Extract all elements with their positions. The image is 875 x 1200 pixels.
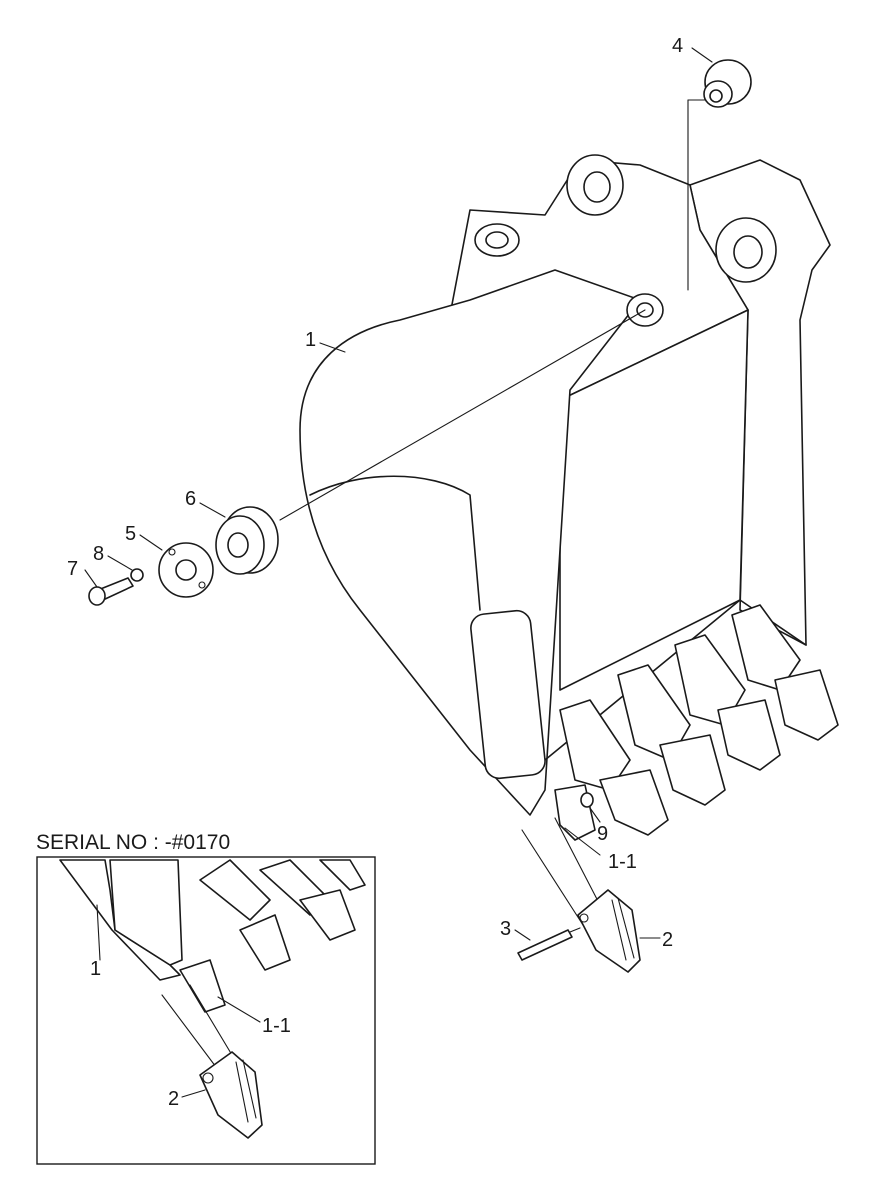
hinge-boss-left [474,223,520,257]
tooth-part [577,889,641,973]
callout-6: 6 [185,488,196,510]
callout-7: 7 [67,558,78,580]
shim-plate-part [158,542,214,598]
boss-ring-part [215,506,279,575]
callout-leaders [84,47,713,1098]
bushing-part [687,59,752,291]
lock-ring-part [580,792,594,808]
pin-part [517,927,581,961]
inset-tooth [199,1051,263,1139]
inset-callout-1: 1 [90,958,101,980]
hinge-boss-top [566,154,624,216]
side-wear-plate [470,609,546,780]
tooth-leader-lines [521,817,601,926]
bucket-inner-edge [309,475,481,611]
callout-1: 1 [305,329,316,351]
inset-bucket [59,859,366,1013]
hinge-boss-right [715,217,777,283]
bucket-left-shell [299,269,641,816]
washer-part [130,568,144,582]
inset-callout-2: 2 [168,1088,179,1110]
pin-axis-line [279,309,646,521]
callout-3: 3 [500,918,511,940]
bolt-part [88,577,134,606]
bucket-teeth-row [554,604,839,841]
inset-serial-title: SERIAL NO : -#0170 [36,831,230,854]
callout-8: 8 [93,543,104,565]
callout-1-1: 1-1 [608,851,637,873]
inset-callout-1-1: 1-1 [262,1015,291,1037]
serial-inset [36,856,376,1165]
bucket-front-edge [544,599,807,761]
callout-5: 5 [125,523,136,545]
callout-4: 4 [672,35,683,57]
bucket-assembly [279,154,839,841]
inset-frame [36,856,376,1165]
callout-2: 2 [662,929,673,951]
inset-leader-lines [161,984,236,1076]
callout-9: 9 [597,823,608,845]
